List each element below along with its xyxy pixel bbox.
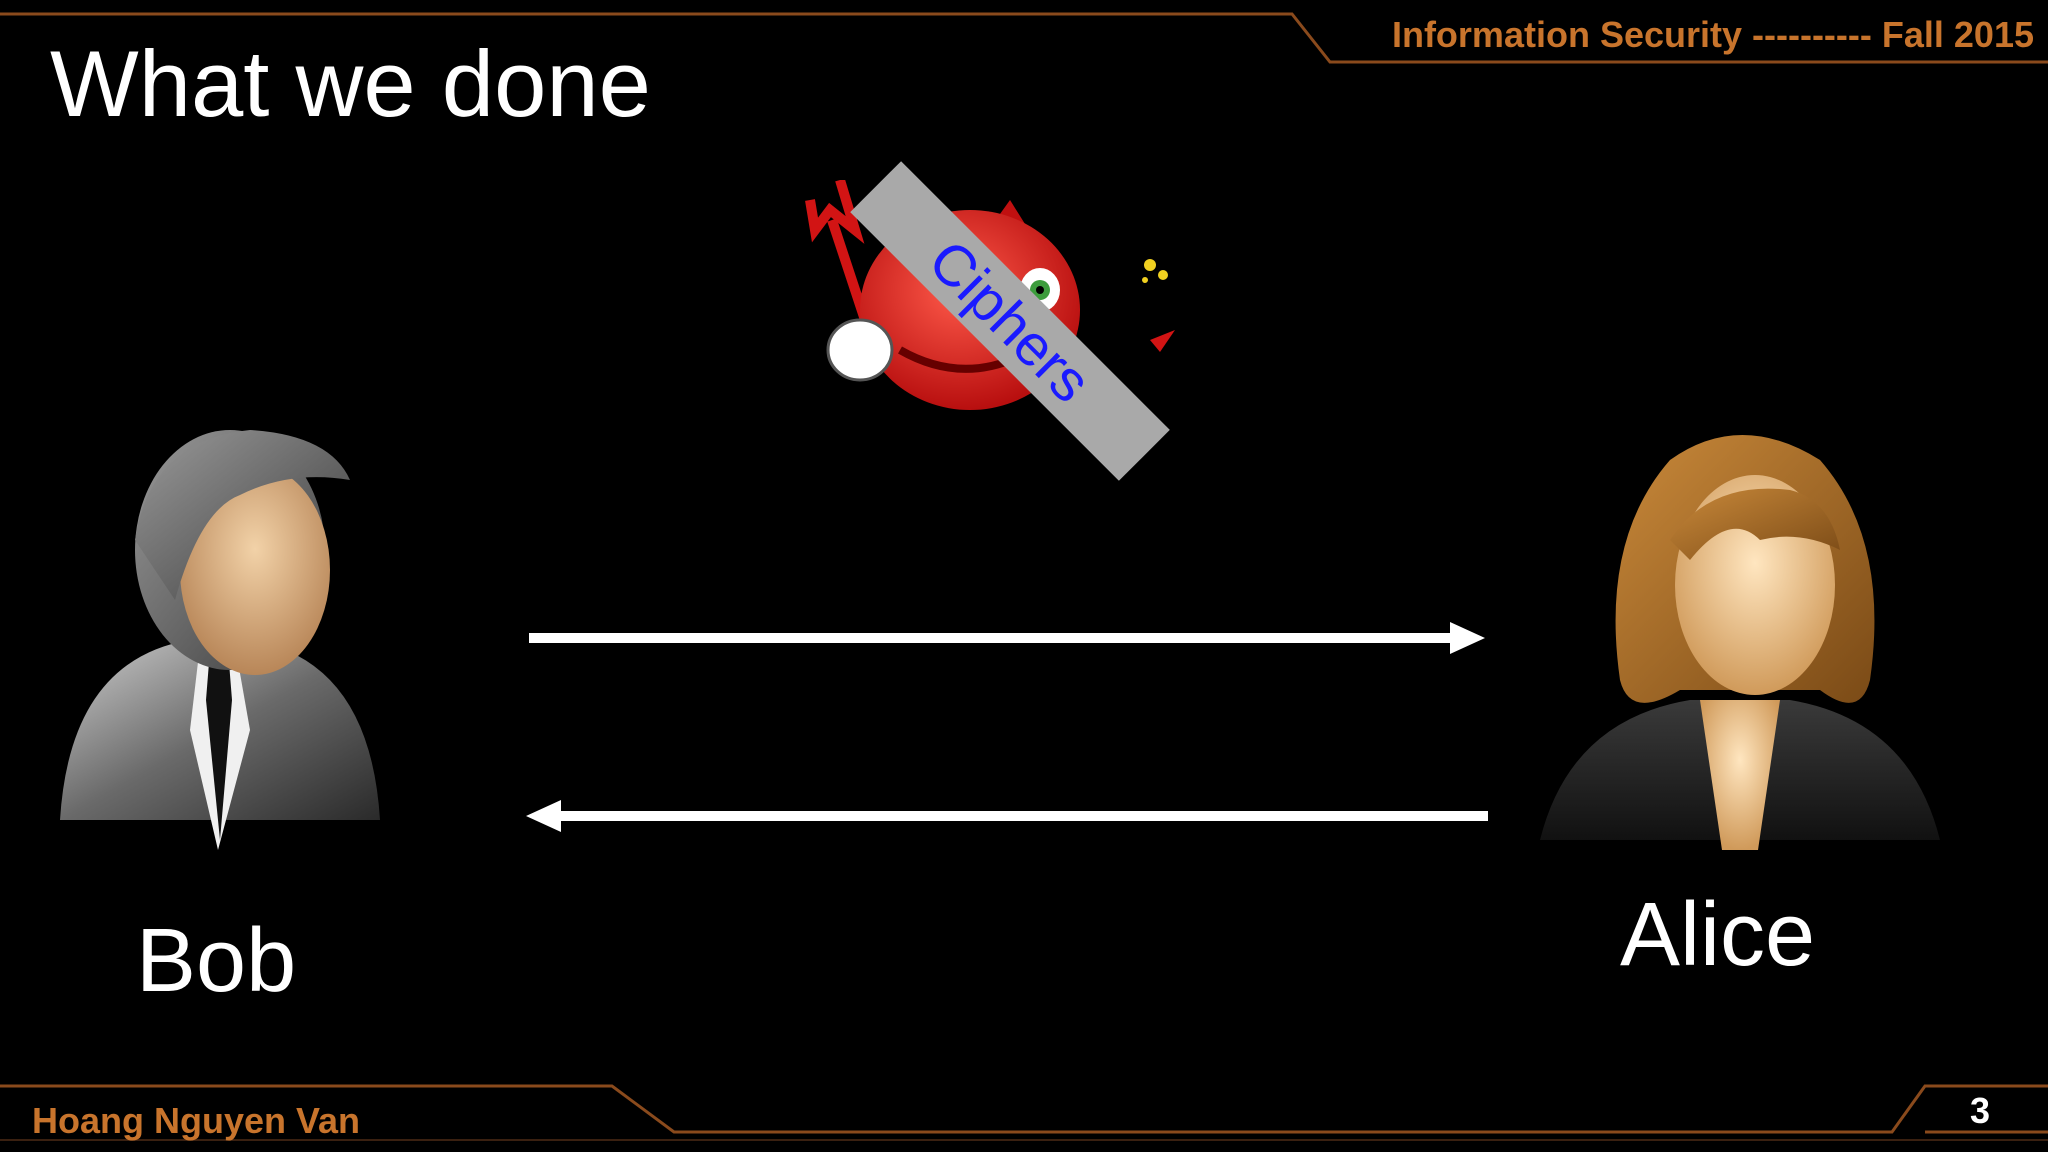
arrow-alice-to-bob [526,800,1488,832]
bob-label: Bob [136,911,297,1011]
arrow-bob-to-alice [529,622,1485,654]
page-number: 3 [1970,1090,1991,1131]
alice-label: Alice [1620,885,1816,985]
alice-person-icon [1540,435,1940,850]
bob-person-icon [60,430,380,850]
message-arrows [526,622,1488,832]
course-header: Information Security ---------- Fall 201… [1391,14,2034,55]
slide-title: What we done [50,31,651,136]
footer-author: Hoang Nguyen Van [32,1100,361,1141]
